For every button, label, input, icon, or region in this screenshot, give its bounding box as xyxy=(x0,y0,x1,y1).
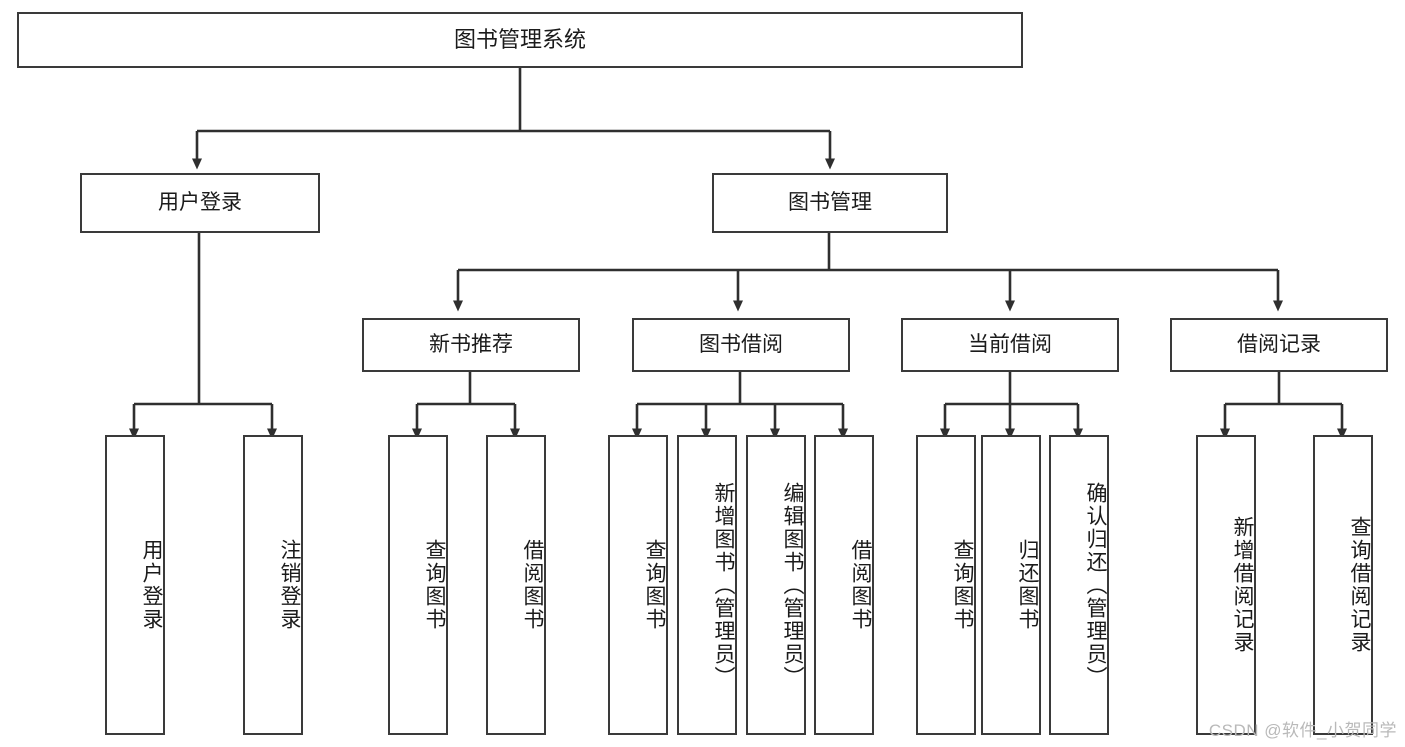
node-borrow-record[interactable]: 借阅记录 xyxy=(1170,318,1388,372)
node-book-management[interactable]: 图书管理 xyxy=(712,173,948,233)
watermark-text: CSDN @软件_小贺同学 xyxy=(1208,721,1397,740)
leaf-book-borrow-add[interactable]: 新增图书（管理员） xyxy=(677,435,737,735)
leaf-current-borrow-confirm-return[interactable]: 确认归还（管理员） xyxy=(1049,435,1109,735)
leaf-current-borrow-query[interactable]: 查询图书 xyxy=(916,435,976,735)
node-new-book-recommend[interactable]: 新书推荐 xyxy=(362,318,580,372)
leaf-book-borrow-query[interactable]: 查询图书 xyxy=(608,435,668,735)
leaf-book-borrow-borrow[interactable]: 借阅图书 xyxy=(814,435,874,735)
leaf-borrow-record-query[interactable]: 查询借阅记录 xyxy=(1313,435,1373,735)
leaf-user-login-login[interactable]: 用户登录 xyxy=(105,435,165,735)
node-current-borrow[interactable]: 当前借阅 xyxy=(901,318,1119,372)
leaf-user-login-logout[interactable]: 注销登录 xyxy=(243,435,303,735)
leaf-borrow-record-add[interactable]: 新增借阅记录 xyxy=(1196,435,1256,735)
leaf-new-book-borrow[interactable]: 借阅图书 xyxy=(486,435,546,735)
node-book-borrow[interactable]: 图书借阅 xyxy=(632,318,850,372)
leaf-new-book-query[interactable]: 查询图书 xyxy=(388,435,448,735)
leaf-book-borrow-edit[interactable]: 编辑图书（管理员） xyxy=(746,435,806,735)
node-root-system[interactable]: 图书管理系统 xyxy=(17,12,1023,68)
node-user-login[interactable]: 用户登录 xyxy=(80,173,320,233)
leaf-current-borrow-return[interactable]: 归还图书 xyxy=(981,435,1041,735)
